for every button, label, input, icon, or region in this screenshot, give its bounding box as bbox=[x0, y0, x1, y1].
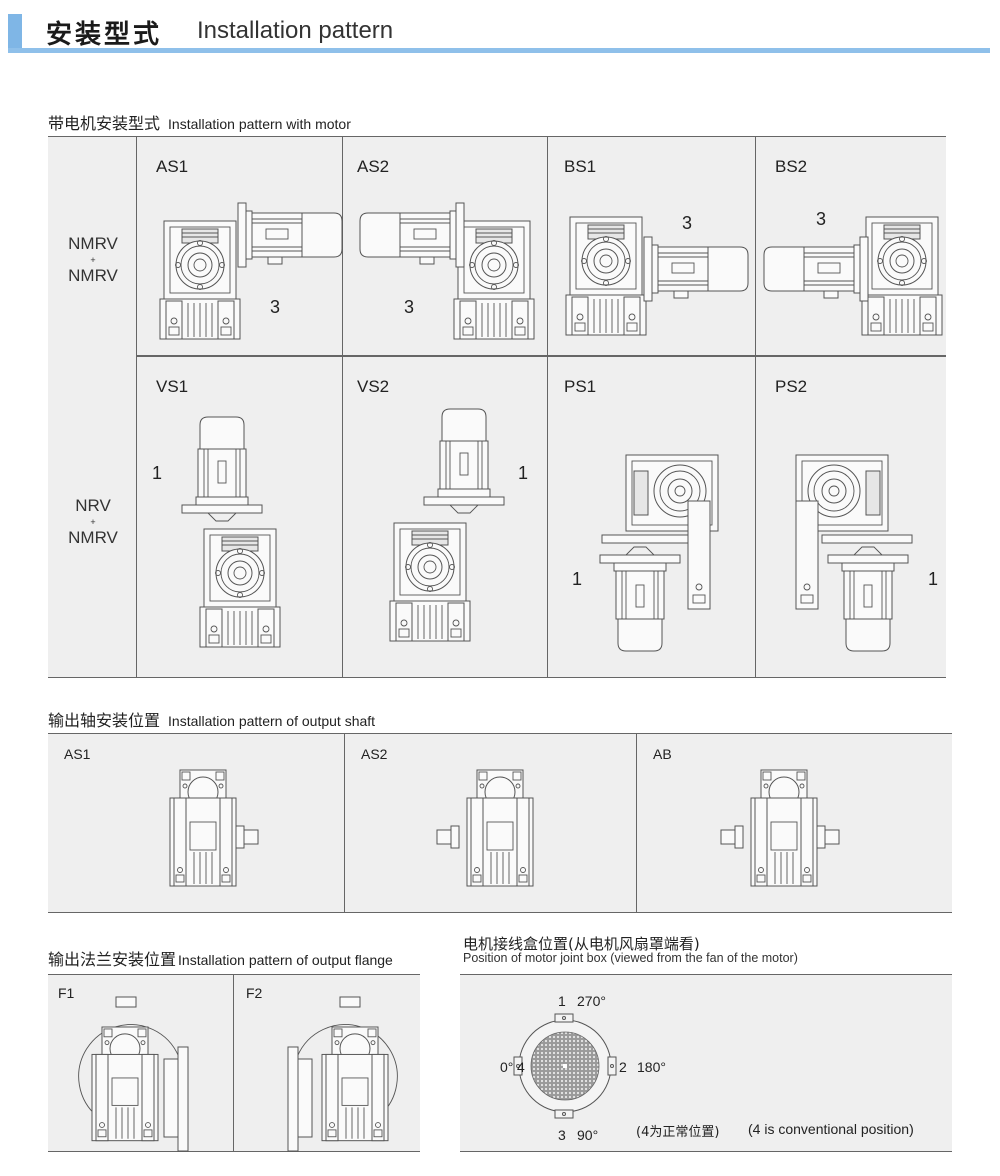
flange-cell-f1: F1 bbox=[48, 975, 234, 1152]
row-label-bottom: NMRV bbox=[68, 266, 118, 285]
position-left-number: 4 bbox=[517, 1059, 525, 1075]
motor-drawing-icon bbox=[423, 408, 505, 514]
row-label-top: NMRV bbox=[68, 234, 118, 253]
pattern-code: F2 bbox=[246, 985, 263, 1001]
header-underline bbox=[8, 48, 990, 53]
shaft-section-title-en: Installation pattern of output shaft bbox=[168, 713, 376, 729]
gearbox-drawing-icon bbox=[389, 522, 471, 642]
joint-box-title-en: Position of motor joint box (viewed from… bbox=[463, 951, 798, 965]
shaft-pattern-table: AS1 AS2 AB bbox=[48, 733, 952, 913]
shaft-section-title: 输出轴安装位置 Installation pattern of output sh… bbox=[48, 707, 375, 731]
output-shaft-left-icon bbox=[436, 825, 460, 849]
pattern-code: BS1 bbox=[564, 157, 597, 176]
motor-drawing-icon bbox=[181, 416, 263, 522]
page-title-en: Installation pattern bbox=[197, 17, 394, 44]
flange-section-title-en: Installation pattern of output flange bbox=[178, 952, 393, 968]
header-accent-bar bbox=[8, 14, 22, 50]
gearbox-drawing-icon bbox=[169, 769, 237, 887]
row-label-column bbox=[48, 137, 137, 677]
row-label-bottom: NMRV bbox=[68, 528, 118, 547]
row-label-nrv-nmrv: NRV + NMRV bbox=[48, 495, 138, 549]
flange-gearbox-drawing-icon bbox=[287, 996, 398, 1152]
page-title-cn: 安装型式 bbox=[46, 20, 163, 50]
row-label-top: NRV bbox=[75, 496, 111, 515]
pattern-code: AS1 bbox=[156, 157, 189, 176]
position-left-angle: 0° bbox=[500, 1059, 514, 1075]
motor-pattern-table: NMRV + NMRV NRV + NMRV AS1 3 AS2 3 BS1 3… bbox=[48, 136, 946, 678]
joint-box-title-cn: 电机接线盒位置(从电机风扇罩端看) bbox=[463, 935, 700, 953]
position-bottom-number: 3 bbox=[558, 1127, 566, 1143]
joint-box-panel: 1 270° 0° 4 2 180° 3 90° (4为正常位置) (4 is … bbox=[460, 974, 952, 1152]
gearbox-drawing-icon bbox=[453, 220, 535, 340]
pattern-code: PS2 bbox=[775, 377, 808, 396]
junction-box-marker: 3 bbox=[270, 297, 281, 317]
row-label-plus: + bbox=[90, 255, 96, 265]
pattern-code: VS1 bbox=[156, 377, 189, 396]
conventional-note-cn: (4为正常位置) bbox=[636, 1125, 720, 1140]
motor-drawing-icon bbox=[237, 202, 343, 268]
pattern-code: PS1 bbox=[564, 377, 597, 396]
pattern-code: AS1 bbox=[64, 746, 91, 762]
flange-pattern-table: F1 F2 bbox=[48, 974, 420, 1152]
gearbox-drawing-icon bbox=[565, 216, 647, 336]
junction-box-marker: 3 bbox=[404, 297, 415, 317]
column-3 bbox=[548, 137, 756, 677]
pattern-code: AB bbox=[653, 746, 672, 762]
motor-section-title-cn: 带电机安装型式 bbox=[48, 114, 161, 133]
gearbox-drawing-icon bbox=[199, 528, 281, 648]
motor-drawing-icon bbox=[763, 236, 869, 302]
pattern-code: BS2 bbox=[775, 157, 808, 176]
motor-fan-end-diagram-icon bbox=[513, 1013, 617, 1119]
motor-drawing-icon bbox=[359, 202, 465, 268]
pattern-code: AS2 bbox=[361, 746, 388, 762]
gearbox-foot-icon bbox=[687, 500, 711, 610]
motor-drawing-icon bbox=[827, 546, 909, 652]
pattern-code: AS2 bbox=[357, 157, 390, 176]
pattern-code: VS2 bbox=[357, 377, 390, 396]
position-right-angle: 180° bbox=[637, 1059, 666, 1075]
position-top-number: 1 bbox=[558, 993, 566, 1009]
gearbox-drawing-icon bbox=[466, 769, 534, 887]
motor-drawing-icon bbox=[643, 236, 749, 302]
column-2 bbox=[343, 137, 548, 677]
shaft-cell-ab: AB bbox=[637, 734, 952, 912]
shaft-cell-as2: AS2 bbox=[345, 734, 637, 912]
flange-section-title-cn: 输出法兰安装位置 bbox=[48, 950, 177, 969]
row-divider bbox=[137, 355, 946, 357]
output-shaft-right-icon bbox=[235, 825, 259, 849]
gearbox-drawing-icon bbox=[861, 216, 943, 336]
gearbox-foot-icon bbox=[795, 500, 819, 610]
row-label-nmrv-nmrv: NMRV + NMRV bbox=[48, 233, 138, 287]
shaft-section-title-cn: 输出轴安装位置 bbox=[48, 711, 161, 730]
position-right-number: 2 bbox=[619, 1059, 627, 1075]
gearbox-drawing-icon bbox=[750, 769, 818, 887]
junction-box-marker: 1 bbox=[928, 569, 939, 589]
flange-gearbox-drawing-icon bbox=[78, 996, 189, 1152]
position-top-angle: 270° bbox=[577, 993, 606, 1009]
junction-box-marker: 3 bbox=[816, 209, 827, 229]
output-shaft-left-icon bbox=[720, 825, 744, 849]
pattern-code: F1 bbox=[58, 985, 75, 1001]
motor-section-title: 带电机安装型式 Installation pattern with motor bbox=[48, 110, 351, 134]
junction-box-marker: 1 bbox=[572, 569, 583, 589]
gearbox-drawing-icon bbox=[159, 220, 241, 340]
junction-box-marker: 1 bbox=[518, 463, 529, 483]
junction-box-marker: 1 bbox=[152, 463, 163, 483]
column-1 bbox=[137, 137, 343, 677]
flange-icon bbox=[821, 534, 913, 544]
position-bottom-angle: 90° bbox=[577, 1127, 599, 1143]
row-label-plus: + bbox=[90, 517, 96, 527]
conventional-note-en: (4 is conventional position) bbox=[748, 1121, 914, 1137]
motor-drawing-icon bbox=[599, 546, 681, 652]
output-shaft-right-icon bbox=[816, 825, 840, 849]
flange-cell-f2: F2 bbox=[234, 975, 420, 1152]
junction-box-marker: 3 bbox=[682, 213, 693, 233]
shaft-cell-as1: AS1 bbox=[48, 734, 345, 912]
motor-section-title-en: Installation pattern with motor bbox=[168, 116, 351, 132]
